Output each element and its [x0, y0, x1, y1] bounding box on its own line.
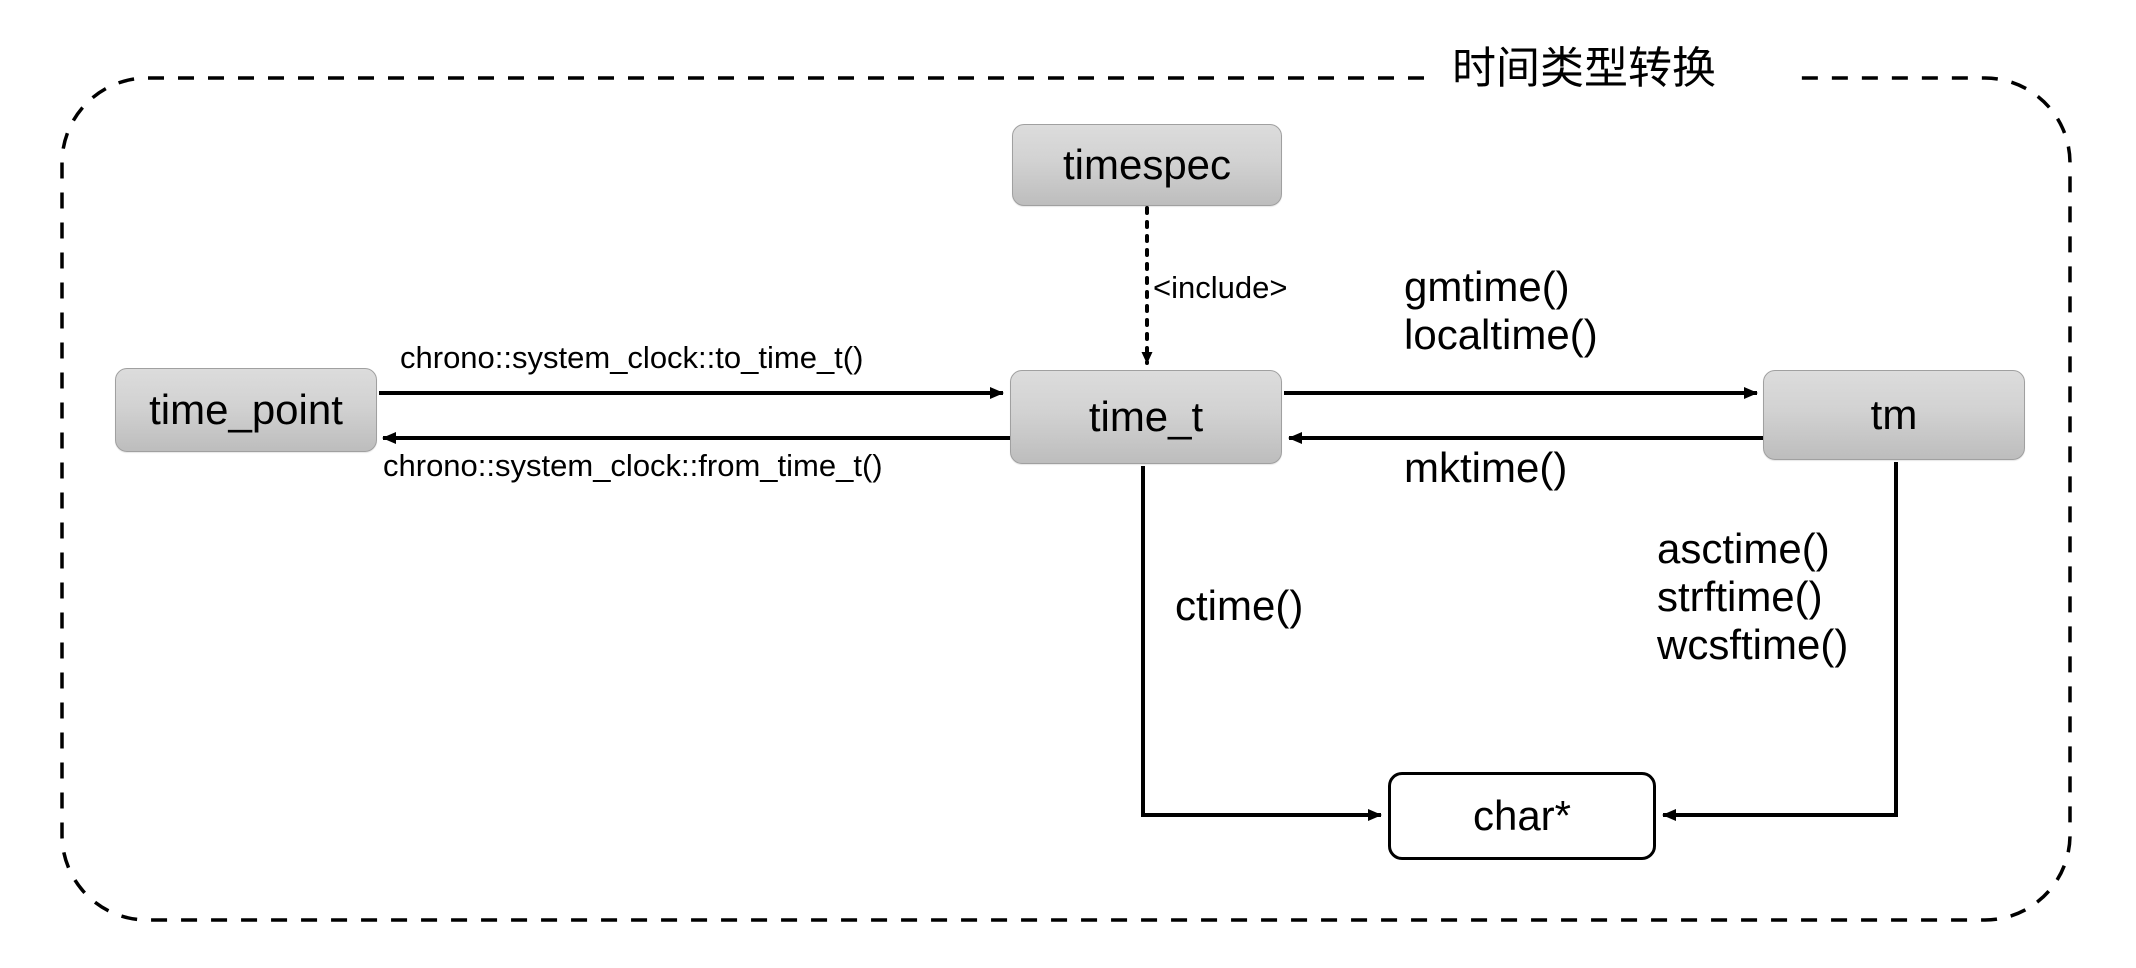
edge-label-from-time-t: chrono::system_clock::from_time_t() — [383, 448, 883, 483]
edge-label-ctime: ctime() — [1175, 582, 1304, 629]
node-char-pointer[interactable]: char* — [1388, 772, 1656, 860]
edge-label-wcsftime: wcsftime() — [1657, 620, 1849, 668]
group-boundary — [60, 76, 2072, 922]
edge-label-include: <include> — [1153, 270, 1288, 305]
node-time-point[interactable]: time_point — [115, 368, 377, 452]
edge-time-t-to-char-ptr — [1141, 466, 1382, 821]
edge-label-tm-to-char-group: asctime() strftime() wcsftime() — [1657, 525, 1848, 669]
node-time-t[interactable]: time_t — [1010, 370, 1282, 464]
edge-label-gmtime: gmtime() — [1404, 263, 1570, 310]
node-tm[interactable]: tm — [1763, 370, 2025, 460]
edge-label-gmtime-localtime: gmtime() localtime() — [1404, 263, 1598, 359]
node-timespec[interactable]: timespec — [1012, 124, 1282, 206]
edge-label-localtime: localtime() — [1404, 310, 1598, 358]
group-title: 时间类型转换 — [1438, 45, 1730, 93]
edge-label-to-time-t: chrono::system_clock::to_time_t() — [400, 340, 864, 375]
edge-tm-to-char-ptr — [1662, 462, 1898, 821]
edge-label-mktime: mktime() — [1404, 444, 1568, 491]
edge-label-strftime: strftime() — [1657, 572, 1823, 620]
edge-label-asctime: asctime() — [1657, 525, 1830, 572]
